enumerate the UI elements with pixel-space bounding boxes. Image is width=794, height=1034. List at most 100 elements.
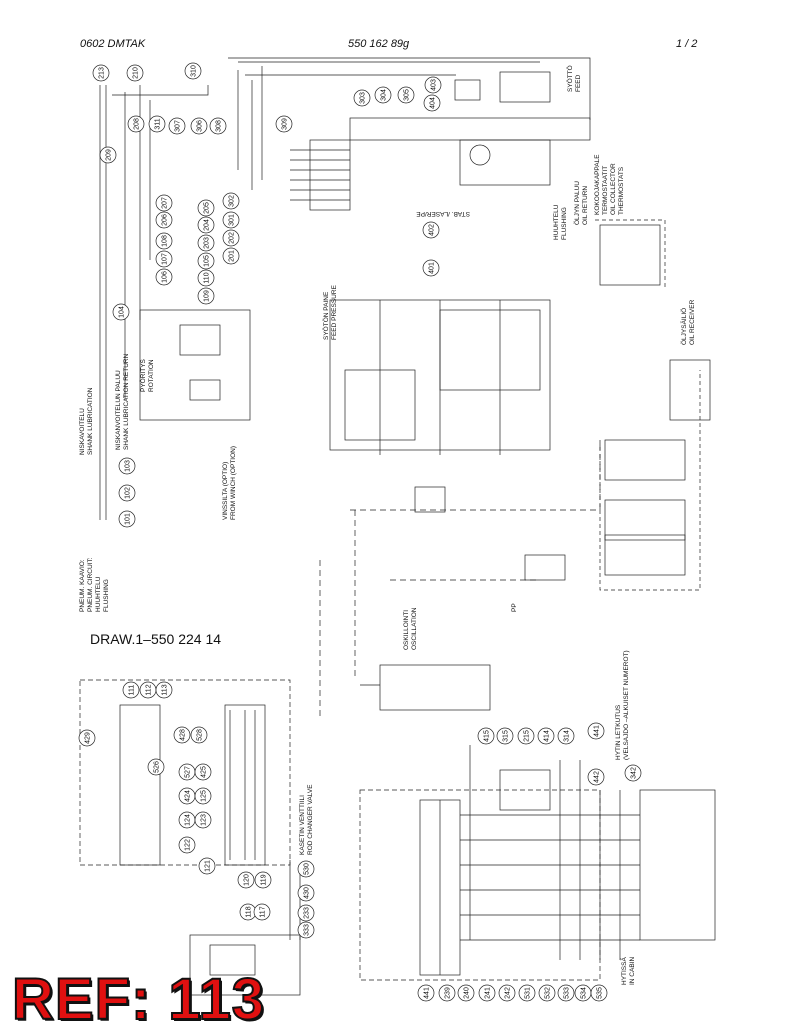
pneum-label-1: PNEUM. KAAVIO:: [79, 559, 86, 612]
reference-number: 103: [125, 460, 132, 472]
oil-return-label-en: OIL RETURN: [582, 186, 589, 225]
reference-number: 233: [304, 907, 311, 919]
reference-number: 203: [204, 237, 211, 249]
reference-number: 201: [229, 250, 236, 262]
reference-number: 202: [229, 232, 236, 244]
reference-number: 414: [544, 730, 551, 742]
feed-label-fi: SYÖTTÖ: [566, 65, 574, 92]
reference-number: 442: [594, 771, 601, 783]
reference-number: 204: [204, 219, 211, 231]
reference-number: 311: [155, 118, 162, 129]
reference-number: 215: [524, 730, 531, 742]
reference-number: 527: [185, 766, 192, 778]
reference-number: 239: [445, 987, 452, 999]
reference-number: 108: [162, 235, 169, 247]
reference-number: 535: [597, 987, 604, 999]
reference-number: 120: [244, 874, 251, 886]
reference-number: 303: [360, 92, 367, 104]
reference-number: 205: [204, 202, 211, 214]
shank-lub-label-fi: NISKAVOITELU: [79, 408, 86, 455]
reference-number: 302: [229, 195, 236, 207]
header-document-number: 550 162 89g: [348, 38, 410, 50]
reference-number: 532: [545, 987, 552, 999]
reference-number: 213: [99, 67, 106, 79]
reference-number: 206: [162, 214, 169, 226]
rotation-label-en: ROTATION: [148, 359, 155, 392]
oil-receiver-label-en: OIL RECEIVER: [689, 299, 696, 345]
thermostats-label-4: THERMOSTATS: [618, 166, 625, 215]
flushing-label-fi: HUUHTELU: [553, 204, 560, 240]
reference-number: 314: [564, 730, 571, 742]
pneum-label-2: PNEUM. CIRCUIT:: [87, 557, 94, 612]
reference-number: 123: [201, 814, 208, 826]
stab-label: STAB. /LASER/PE: [416, 210, 470, 217]
reference-number: 308: [216, 120, 223, 132]
reference-number: 534: [581, 987, 588, 999]
reference-number: 121: [205, 860, 212, 872]
thermostats-label-3: OIL COLLECTOR: [610, 163, 617, 215]
flushing-label-en: FLUSHING: [561, 207, 568, 240]
reference-number: 301: [229, 214, 236, 226]
feed-label-en: FEED: [575, 74, 582, 92]
winch-label-en: FROM WINCH (OPTION): [230, 446, 237, 520]
reference-number: 210: [133, 67, 140, 79]
reference-number: 241: [485, 987, 492, 999]
winch-label-fi: VINSSILTA (OPTIO): [222, 462, 229, 520]
reference-number: 429: [85, 732, 92, 744]
reference-number: 242: [505, 987, 512, 999]
rotation-label-fi: PYÖRITYS: [139, 358, 147, 392]
oil-return-label-fi: ÖLJYN PALUU: [573, 181, 581, 225]
reference-number: 105: [204, 255, 211, 267]
reference-number: 106: [162, 271, 169, 283]
reference-number: 402: [429, 224, 436, 236]
reference-number: 531: [525, 987, 532, 999]
reference-number: 112: [146, 684, 153, 695]
cabin-label-fi: HYTISSÄ: [620, 957, 628, 985]
reference-number: 528: [197, 729, 204, 741]
cabin-label-en: IN CABIN: [629, 957, 636, 985]
reference-number: 107: [162, 253, 169, 265]
reference-number: 403: [431, 79, 438, 91]
ref-stamp: REF: 113: [11, 966, 265, 1033]
reference-number: 240: [464, 987, 471, 999]
rod-changer-label-en: ROD CHANGER VALVE: [307, 784, 314, 855]
shank-lub-label-en: SHANK LUBRICATION: [87, 387, 94, 455]
reference-number: 533: [564, 987, 571, 999]
reference-number: 441: [594, 725, 601, 737]
reference-number: 428: [180, 729, 187, 741]
reference-number: 122: [185, 839, 192, 851]
reference-number: 430: [304, 887, 311, 899]
reference-number: 333: [304, 924, 311, 936]
reference-number: 309: [282, 118, 289, 130]
pp-label: PP: [511, 603, 518, 612]
feed-pressure-label-fi: SYÖTÖN PAINE: [322, 291, 330, 340]
feed-pressure-label-en: FEED PRESSURE: [331, 284, 338, 340]
reference-number: 441: [424, 987, 431, 999]
reference-number: 424: [185, 790, 192, 802]
hose-note-label-1: HYTIN LETKUTUS: [615, 704, 622, 760]
reference-number: 526: [154, 761, 161, 773]
reference-number: 401: [429, 262, 436, 274]
reference-number: 306: [197, 120, 204, 132]
pneum-label-3: HUUHTELU: [95, 576, 102, 612]
reference-number: 119: [261, 874, 268, 885]
reference-number: 304: [381, 89, 388, 101]
reference-number: 104: [119, 306, 126, 318]
reference-number: 124: [185, 814, 192, 826]
reference-number: 310: [191, 65, 198, 77]
oscillation-label-fi: OSKILLOINTI: [403, 610, 410, 650]
reference-number: 102: [125, 487, 132, 499]
pneum-label-4: FLUSHING: [103, 579, 110, 612]
reference-number: 307: [175, 120, 182, 132]
shank-return-label-en: SHANK LUBRICATION RETURN: [123, 353, 130, 450]
reference-number: 113: [162, 684, 169, 695]
reference-number: 111: [129, 685, 136, 696]
reference-number: 117: [260, 906, 267, 917]
oil-receiver-label-fi: ÖLJYSÄILIÖ: [680, 308, 688, 345]
header-page-number: 1 / 2: [676, 38, 698, 50]
reference-number: 415: [484, 730, 491, 742]
reference-number: 208: [134, 118, 141, 130]
oscillation-label-en: OSCILLATION: [411, 607, 418, 650]
hose-note-label-2: (VELSAJDO –ALKUISET NUMEROT): [623, 650, 630, 760]
